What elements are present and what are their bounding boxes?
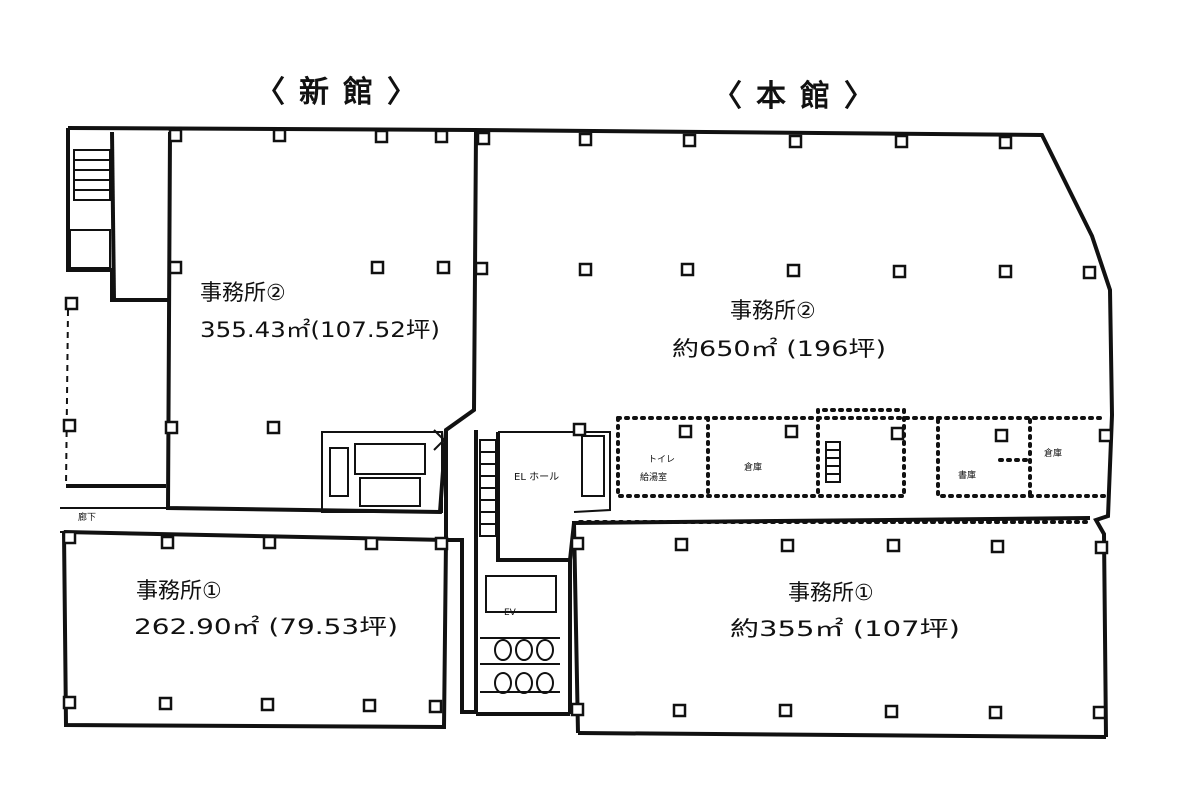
corridor-label: 廊下 bbox=[78, 511, 96, 523]
heading-main-building: 〈本館〉 bbox=[712, 79, 888, 114]
shoko-label: 書庫 bbox=[958, 469, 976, 481]
new-office-1-name: 事務所① bbox=[136, 579, 222, 604]
kyutoushitsu-label: 給湯室 bbox=[640, 471, 667, 483]
corridor bbox=[60, 430, 611, 716]
souko-label-2: 倉庫 bbox=[1044, 447, 1062, 459]
new-office-1-area: 262.90㎡ (79.53坪) bbox=[134, 615, 398, 639]
main-office-2-area: 約650㎡ (196坪) bbox=[672, 337, 886, 361]
souko-label: 倉庫 bbox=[744, 461, 762, 473]
main-office-2-name: 事務所② bbox=[730, 299, 816, 324]
outer-walls bbox=[62, 126, 1115, 739]
main-office-1-area: 約355㎡ (107坪) bbox=[730, 617, 960, 641]
main-office-1-name: 事務所① bbox=[788, 581, 874, 606]
dotted-partitions bbox=[578, 408, 1108, 524]
elevator-hall-label: EL ホール bbox=[514, 471, 559, 483]
new-office-2-area: 355.43㎡(107.52坪) bbox=[200, 318, 440, 342]
toilet-label: トイレ bbox=[648, 455, 675, 465]
new-office-2-name: 事務所② bbox=[200, 281, 286, 306]
ev-room-label: EV bbox=[504, 608, 517, 618]
core-walls bbox=[321, 429, 605, 693]
stairs bbox=[69, 149, 841, 537]
toilet-fixtures bbox=[494, 639, 554, 694]
columns bbox=[62, 128, 1113, 720]
heading-new-building: 〈新館〉 bbox=[255, 75, 431, 110]
